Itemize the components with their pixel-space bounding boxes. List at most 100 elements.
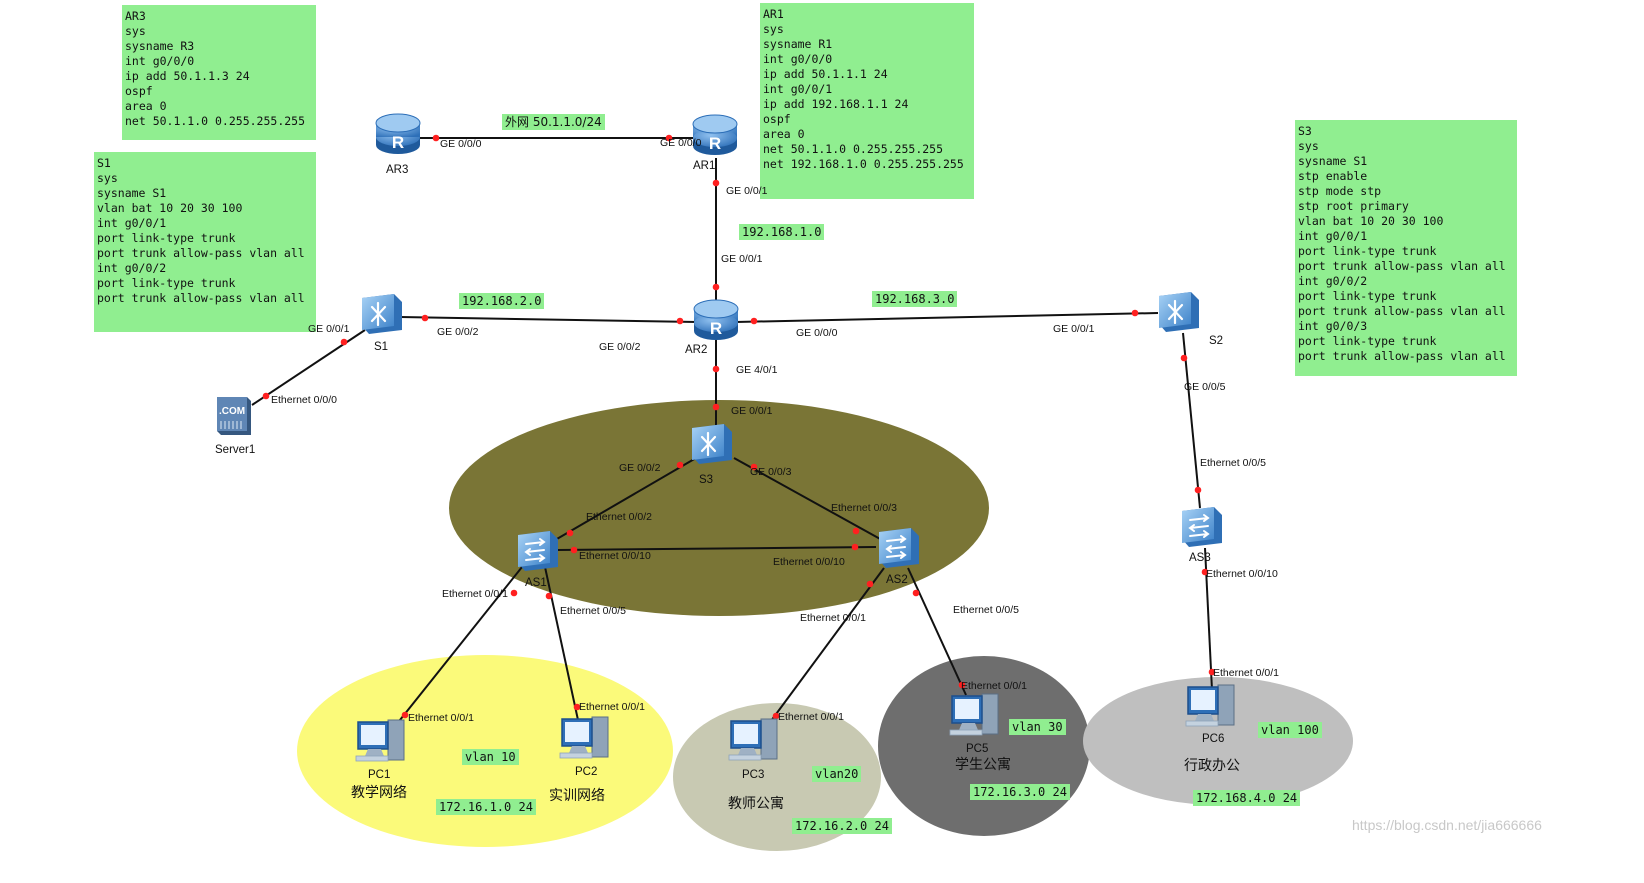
zone2-subnet-tag: 172.16.2.0 24	[792, 818, 892, 834]
config-line: AR1	[763, 7, 784, 21]
zone4-name: 行政办公	[1184, 758, 1240, 774]
config-line: port link-type trunk	[97, 276, 236, 290]
switch-as1-icon[interactable]	[518, 531, 558, 571]
port-dot	[401, 711, 409, 719]
device-label-server1: Server1	[215, 444, 256, 456]
port-dot	[340, 338, 348, 346]
config-line: sysname S1	[97, 186, 167, 200]
zone-vlan20	[673, 703, 881, 851]
router-ar1-icon[interactable]: R	[692, 114, 738, 155]
config-line: sysname R3	[125, 39, 195, 53]
zone4-subnet-tag: 172.168.4.0 24	[1193, 790, 1301, 806]
port-label: GE 0/0/3	[750, 466, 792, 478]
pc2-icon[interactable]	[559, 716, 609, 759]
link-as2-pc5	[907, 567, 967, 696]
pc3-icon[interactable]	[728, 718, 778, 761]
pc6-icon[interactable]	[1185, 684, 1235, 727]
config-line: int g0/0/2	[97, 261, 167, 275]
config-line: vlan bat 10 20 30 100	[97, 201, 243, 215]
zone2-vlan-tag: vlan20	[812, 766, 862, 782]
link-as1-pc1	[395, 566, 523, 726]
device-label-pc1: PC1	[368, 769, 391, 781]
config-line: stp mode stp	[1298, 184, 1382, 198]
device-label-pc3: PC3	[742, 769, 765, 781]
zone3-name: 学生公寓	[955, 757, 1011, 773]
port-dot	[712, 365, 720, 373]
port-label: Ethernet 0/0/1	[778, 711, 844, 723]
port-label: Ethernet 0/0/5	[560, 605, 626, 617]
device-label-s2: S2	[1209, 335, 1224, 347]
zone1-vlan-tag: vlan 10	[462, 749, 519, 765]
config-line: int g0/0/1	[97, 216, 167, 230]
config-line: area 0	[125, 99, 167, 113]
config-line: int g0/0/0	[763, 52, 833, 66]
port-dot	[573, 703, 581, 711]
switch-as2-icon[interactable]	[879, 528, 919, 568]
config-line: ip add 50.1.1.1 24	[763, 67, 888, 81]
server-icon[interactable]: .COM	[217, 397, 251, 435]
port-dot	[1208, 668, 1216, 676]
switch-as3-icon[interactable]	[1182, 507, 1222, 547]
port-label: Ethernet 0/0/3	[831, 502, 897, 514]
device-label-pc2: PC2	[575, 766, 598, 778]
switch-s2-icon[interactable]	[1159, 292, 1199, 332]
watermark: https://blog.csdn.net/jia666666	[1352, 817, 1542, 833]
pc1-icon[interactable]	[355, 719, 405, 762]
config-line: port trunk allow-pass vlan all	[97, 291, 305, 305]
config-line: port link-type trunk	[1298, 334, 1437, 348]
network-tag-192-168-1: 192.168.1.0	[739, 224, 825, 240]
port-dot	[1180, 354, 1188, 362]
config-line: port trunk allow-pass vlan all	[1298, 259, 1506, 273]
device-label-ar2: AR2	[685, 344, 708, 356]
port-label: GE 0/0/2	[619, 462, 661, 474]
port-label: GE 0/0/5	[1184, 381, 1226, 393]
config-line: port link-type trunk	[97, 231, 236, 245]
port-label: GE 0/0/1	[308, 323, 350, 335]
config-line: vlan bat 10 20 30 100	[1298, 214, 1444, 228]
config-line: stp root primary	[1298, 199, 1409, 213]
device-label-s3: S3	[699, 474, 714, 486]
config-line: net 50.1.1.0 0.255.255.255	[763, 142, 944, 156]
config-line: ip add 192.168.1.1 24	[763, 97, 909, 111]
config-line: S3	[1298, 124, 1312, 138]
router-ar3-icon[interactable]: R	[375, 113, 421, 154]
port-dot	[750, 317, 758, 325]
port-label: GE 0/0/0	[660, 137, 702, 149]
config-line: int g0/0/3	[1298, 319, 1368, 333]
port-label: Ethernet 0/0/10	[579, 550, 651, 562]
device-label-as3: AS3	[1189, 552, 1211, 564]
config-line: sys	[125, 24, 146, 38]
zone4-vlan-tag: vlan 100	[1258, 722, 1322, 738]
switch-s1-icon[interactable]	[362, 294, 402, 334]
port-dot	[1194, 486, 1202, 494]
port-dot	[712, 179, 720, 187]
port-dot	[545, 592, 553, 600]
config-line: ip add 50.1.1.3 24	[125, 69, 250, 83]
port-dot	[866, 580, 874, 588]
port-label: Ethernet 0/0/5	[1200, 457, 1266, 469]
switch-s3-icon[interactable]	[692, 424, 732, 464]
config-line: int g0/0/0	[125, 54, 195, 68]
device-label-pc6: PC6	[1202, 733, 1225, 745]
link-as2-pc3	[767, 567, 885, 726]
port-label: Ethernet 0/0/10	[773, 556, 845, 568]
port-label: GE 0/0/2	[599, 341, 641, 353]
network-tag-192-168-3: 192.168.3.0	[872, 291, 958, 307]
device-label-s1: S1	[374, 341, 389, 353]
link-s1-ar2	[399, 316, 698, 323]
port-label: GE 4/0/1	[736, 364, 778, 376]
port-label: Ethernet 0/0/1	[800, 612, 866, 624]
port-dot	[510, 589, 518, 597]
port-dot	[712, 403, 720, 411]
router-ar2-icon[interactable]: R	[693, 299, 739, 340]
port-label: GE 0/0/1	[726, 185, 768, 197]
svg-text:R: R	[392, 133, 404, 152]
zone3-subnet-tag: 172.16.3.0 24	[970, 784, 1070, 800]
port-dot	[1131, 309, 1139, 317]
port-dot	[262, 392, 270, 400]
pc5-icon[interactable]	[949, 693, 999, 736]
port-label: Ethernet 0/0/1	[442, 588, 508, 600]
port-dots	[262, 134, 1216, 720]
